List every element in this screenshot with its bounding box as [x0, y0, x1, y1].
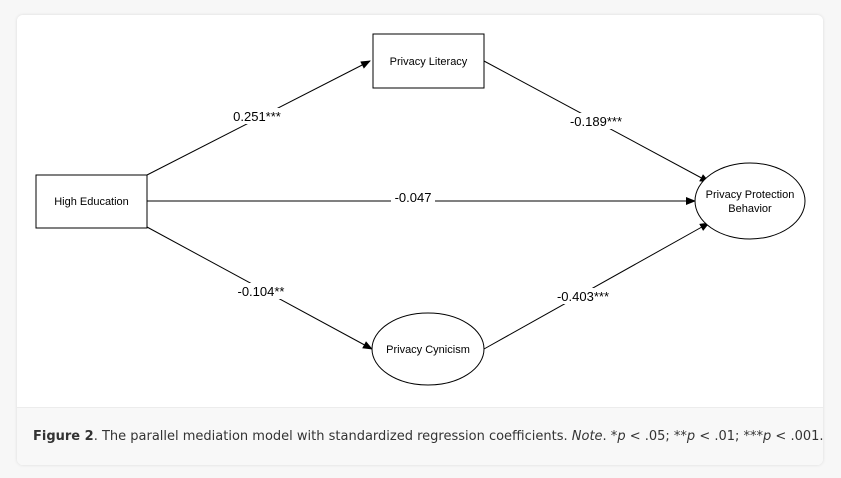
- node-privacy-cynicism-ellipse: [371, 312, 485, 386]
- diagram-svg: High Education Privacy Literacy Privacy …: [35, 33, 806, 386]
- caption-p1: p: [617, 429, 626, 444]
- node-privacy-protection-ellipse: [694, 162, 806, 240]
- coef-cynicism-protection: -0.403***: [557, 289, 609, 304]
- label-bg-edu-protection: [391, 190, 435, 206]
- node-privacy-literacy-label: Privacy Literacy: [390, 56, 468, 68]
- mediation-diagram: High Education Privacy Literacy Privacy …: [17, 15, 823, 407]
- node-privacy-cynicism-label: Privacy Cynicism: [386, 344, 470, 356]
- label-bg-edu-cynicism: [232, 283, 290, 299]
- caption-text: . The parallel mediation model with stan…: [93, 429, 572, 444]
- caption-note-after: . *: [602, 429, 618, 444]
- label-bg-edu-literacy: [225, 108, 289, 124]
- caption-p3: p: [763, 429, 772, 444]
- caption-p2: p: [686, 429, 696, 444]
- label-bg-literacy-protection: [562, 113, 630, 129]
- figure-card: High Education Privacy Literacy Privacy …: [17, 15, 823, 465]
- node-high-education-label: High Education: [54, 196, 129, 208]
- coef-edu-cynicism: -0.104**: [238, 284, 285, 299]
- node-privacy-literacy-box: [372, 33, 485, 89]
- label-bg-cynicism-protection: [549, 288, 617, 304]
- node-privacy-protection-label-line2: Behavior: [728, 203, 772, 215]
- coef-edu-literacy: 0.251***: [233, 109, 281, 124]
- coef-literacy-protection: -0.189***: [570, 114, 622, 129]
- node-privacy-protection-label-line1: Privacy Protection: [706, 189, 795, 201]
- figure-caption: Figure 2. The parallel mediation model w…: [17, 407, 823, 465]
- edge-cynicism-protection: [483, 222, 710, 350]
- caption-threshold-1: < .05; **: [625, 429, 687, 444]
- caption-figure-label: Figure 2: [33, 429, 94, 444]
- coef-edu-protection: -0.047: [395, 190, 432, 205]
- caption-threshold-3: < .001.: [771, 429, 823, 444]
- node-high-education-box: [35, 174, 148, 229]
- caption-note-label: Note: [571, 429, 603, 444]
- caption-threshold-2: < .01; ***: [695, 429, 764, 444]
